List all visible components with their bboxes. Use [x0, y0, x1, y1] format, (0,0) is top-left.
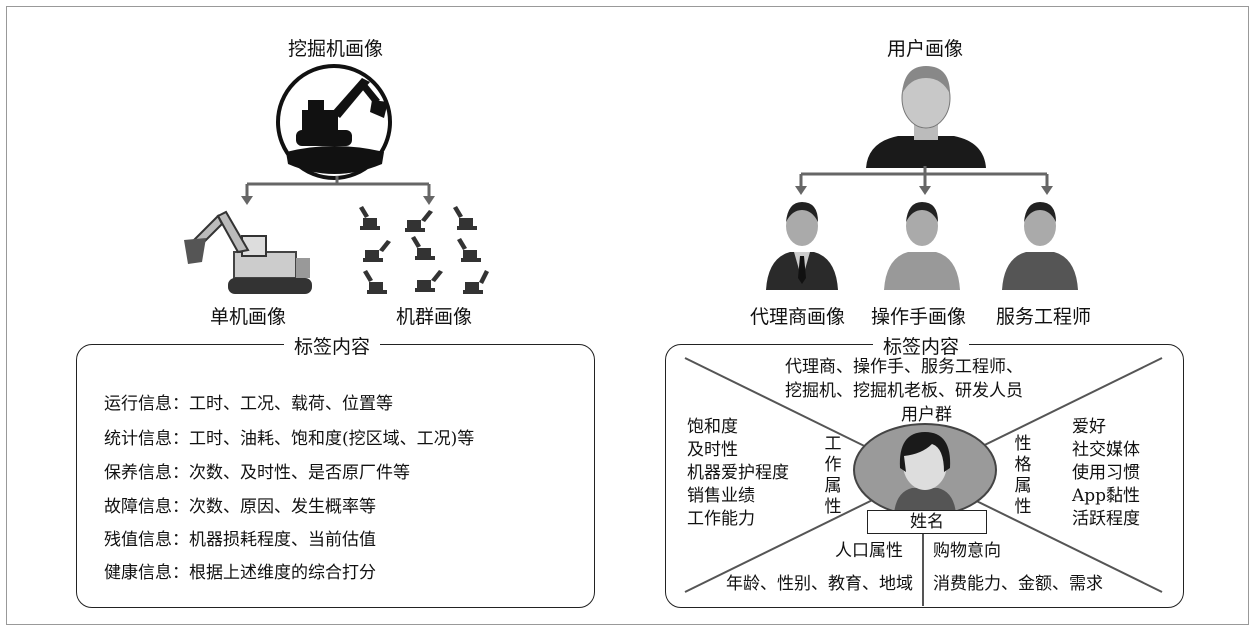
- tag-row-statistics: 统计信息：工时、油耗、饱和度(挖区域、工况)等: [104, 429, 475, 449]
- service-engineer-avatar-icon: [1002, 202, 1078, 290]
- user-branch-arrows: [795, 166, 1053, 195]
- name-field: 姓名: [867, 510, 987, 534]
- excavator-branch-arrows: [241, 176, 435, 205]
- population-attribute-label: 人口属性: [835, 541, 903, 561]
- user-group-members-line2: 挖掘机、挖掘机老板、研发人员: [785, 381, 1023, 401]
- user-profile-title: 用户画像: [887, 38, 964, 60]
- tag-row-health: 健康信息：根据上述维度的综合打分: [104, 563, 376, 583]
- work-attribute-label: 工作属性: [824, 434, 842, 517]
- work-attribute-items: 饱和度 及时性 机器爱护程度 销售业绩 工作能力: [687, 417, 789, 529]
- character-attribute-items: 爱好 社交媒体 使用习惯 App黏性 活跃程度: [1072, 417, 1141, 529]
- excavator-fleet-image: [359, 206, 489, 294]
- operator-caption: 操作手画像: [871, 306, 967, 328]
- user-avatar-icon: [866, 66, 986, 168]
- single-machine-caption: 单机画像: [210, 306, 287, 328]
- tag-row-residual: 残值信息：机器损耗程度、当前估值: [104, 530, 376, 550]
- excavator-profile-title: 挖掘机画像: [288, 38, 384, 60]
- figure-frame: [6, 6, 1249, 625]
- tag-row-operation: 运行信息：工时、工况、载荷、位置等: [104, 394, 393, 414]
- user-face-icon: [853, 423, 997, 517]
- tag-row-maintenance: 保养信息：次数、及时性、是否原厂件等: [104, 463, 410, 483]
- tag-row-fault: 故障信息：次数、原因、发生概率等: [104, 497, 376, 517]
- excavator-circle-icon: [276, 64, 392, 180]
- excavator-tag-box-title: 标签内容: [284, 332, 381, 359]
- population-attribute-items: 年龄、性别、教育、地域: [726, 574, 913, 594]
- single-excavator-image: [184, 210, 312, 294]
- service-engineer-caption: 服务工程师: [996, 306, 1092, 328]
- character-attribute-label: 性格属性: [1014, 434, 1032, 517]
- operator-avatar-icon: [884, 202, 960, 290]
- user-group-label: 用户群: [901, 405, 952, 425]
- fleet-caption: 机群画像: [396, 306, 473, 328]
- shopping-intent-label: 购物意向: [933, 541, 1001, 561]
- agent-caption: 代理商画像: [750, 306, 846, 328]
- user-group-members-line1: 代理商、操作手、服务工程师、: [785, 357, 1023, 377]
- shopping-intent-items: 消费能力、金额、需求: [933, 574, 1103, 594]
- agent-avatar-icon: [766, 202, 838, 290]
- excavator-tag-box: [76, 344, 595, 608]
- user-tag-box-title: 标签内容: [873, 332, 970, 359]
